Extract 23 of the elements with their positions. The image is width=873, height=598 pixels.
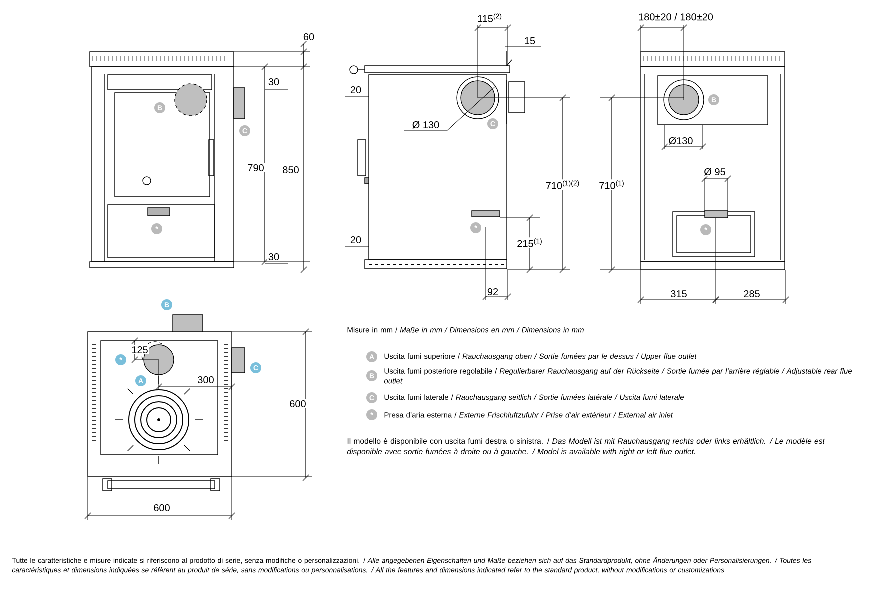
dimension-label: Ø 130 bbox=[411, 120, 441, 130]
dimension-label: 710$^{(1)}$ bbox=[598, 180, 626, 190]
dimension-label: 300 bbox=[196, 375, 216, 385]
dimension-label: 20 bbox=[349, 235, 363, 245]
dimension-label: 92 bbox=[486, 287, 500, 297]
dimension-label: 850 bbox=[282, 165, 300, 175]
dimension-label: 710$^{(1)(2)}$ bbox=[544, 180, 582, 190]
dimension-label: 125 bbox=[130, 345, 150, 355]
dimension-label: 115$^{(2)}$ bbox=[476, 12, 504, 24]
dimension-label: 215$^{(1)}$ bbox=[516, 238, 544, 248]
dimension-label: 315 bbox=[670, 289, 688, 299]
dimension-label: 600 bbox=[288, 399, 308, 409]
dimension-label: Ø130 bbox=[668, 136, 694, 146]
dimension-label: 30 bbox=[267, 77, 281, 87]
dimension-label: 600 bbox=[152, 503, 172, 513]
dimension-label: 20 bbox=[349, 85, 363, 95]
dimension-label: Ø 95 bbox=[703, 167, 727, 177]
dimension-label: 30 bbox=[267, 252, 281, 262]
dimension-label: 60 bbox=[302, 32, 316, 42]
dimension-label: 790 bbox=[246, 163, 266, 173]
dimension-label: 15 bbox=[523, 36, 537, 46]
dimension-label: 285 bbox=[742, 289, 762, 299]
dimension-label: 180±20 / 180±20 bbox=[638, 12, 714, 22]
